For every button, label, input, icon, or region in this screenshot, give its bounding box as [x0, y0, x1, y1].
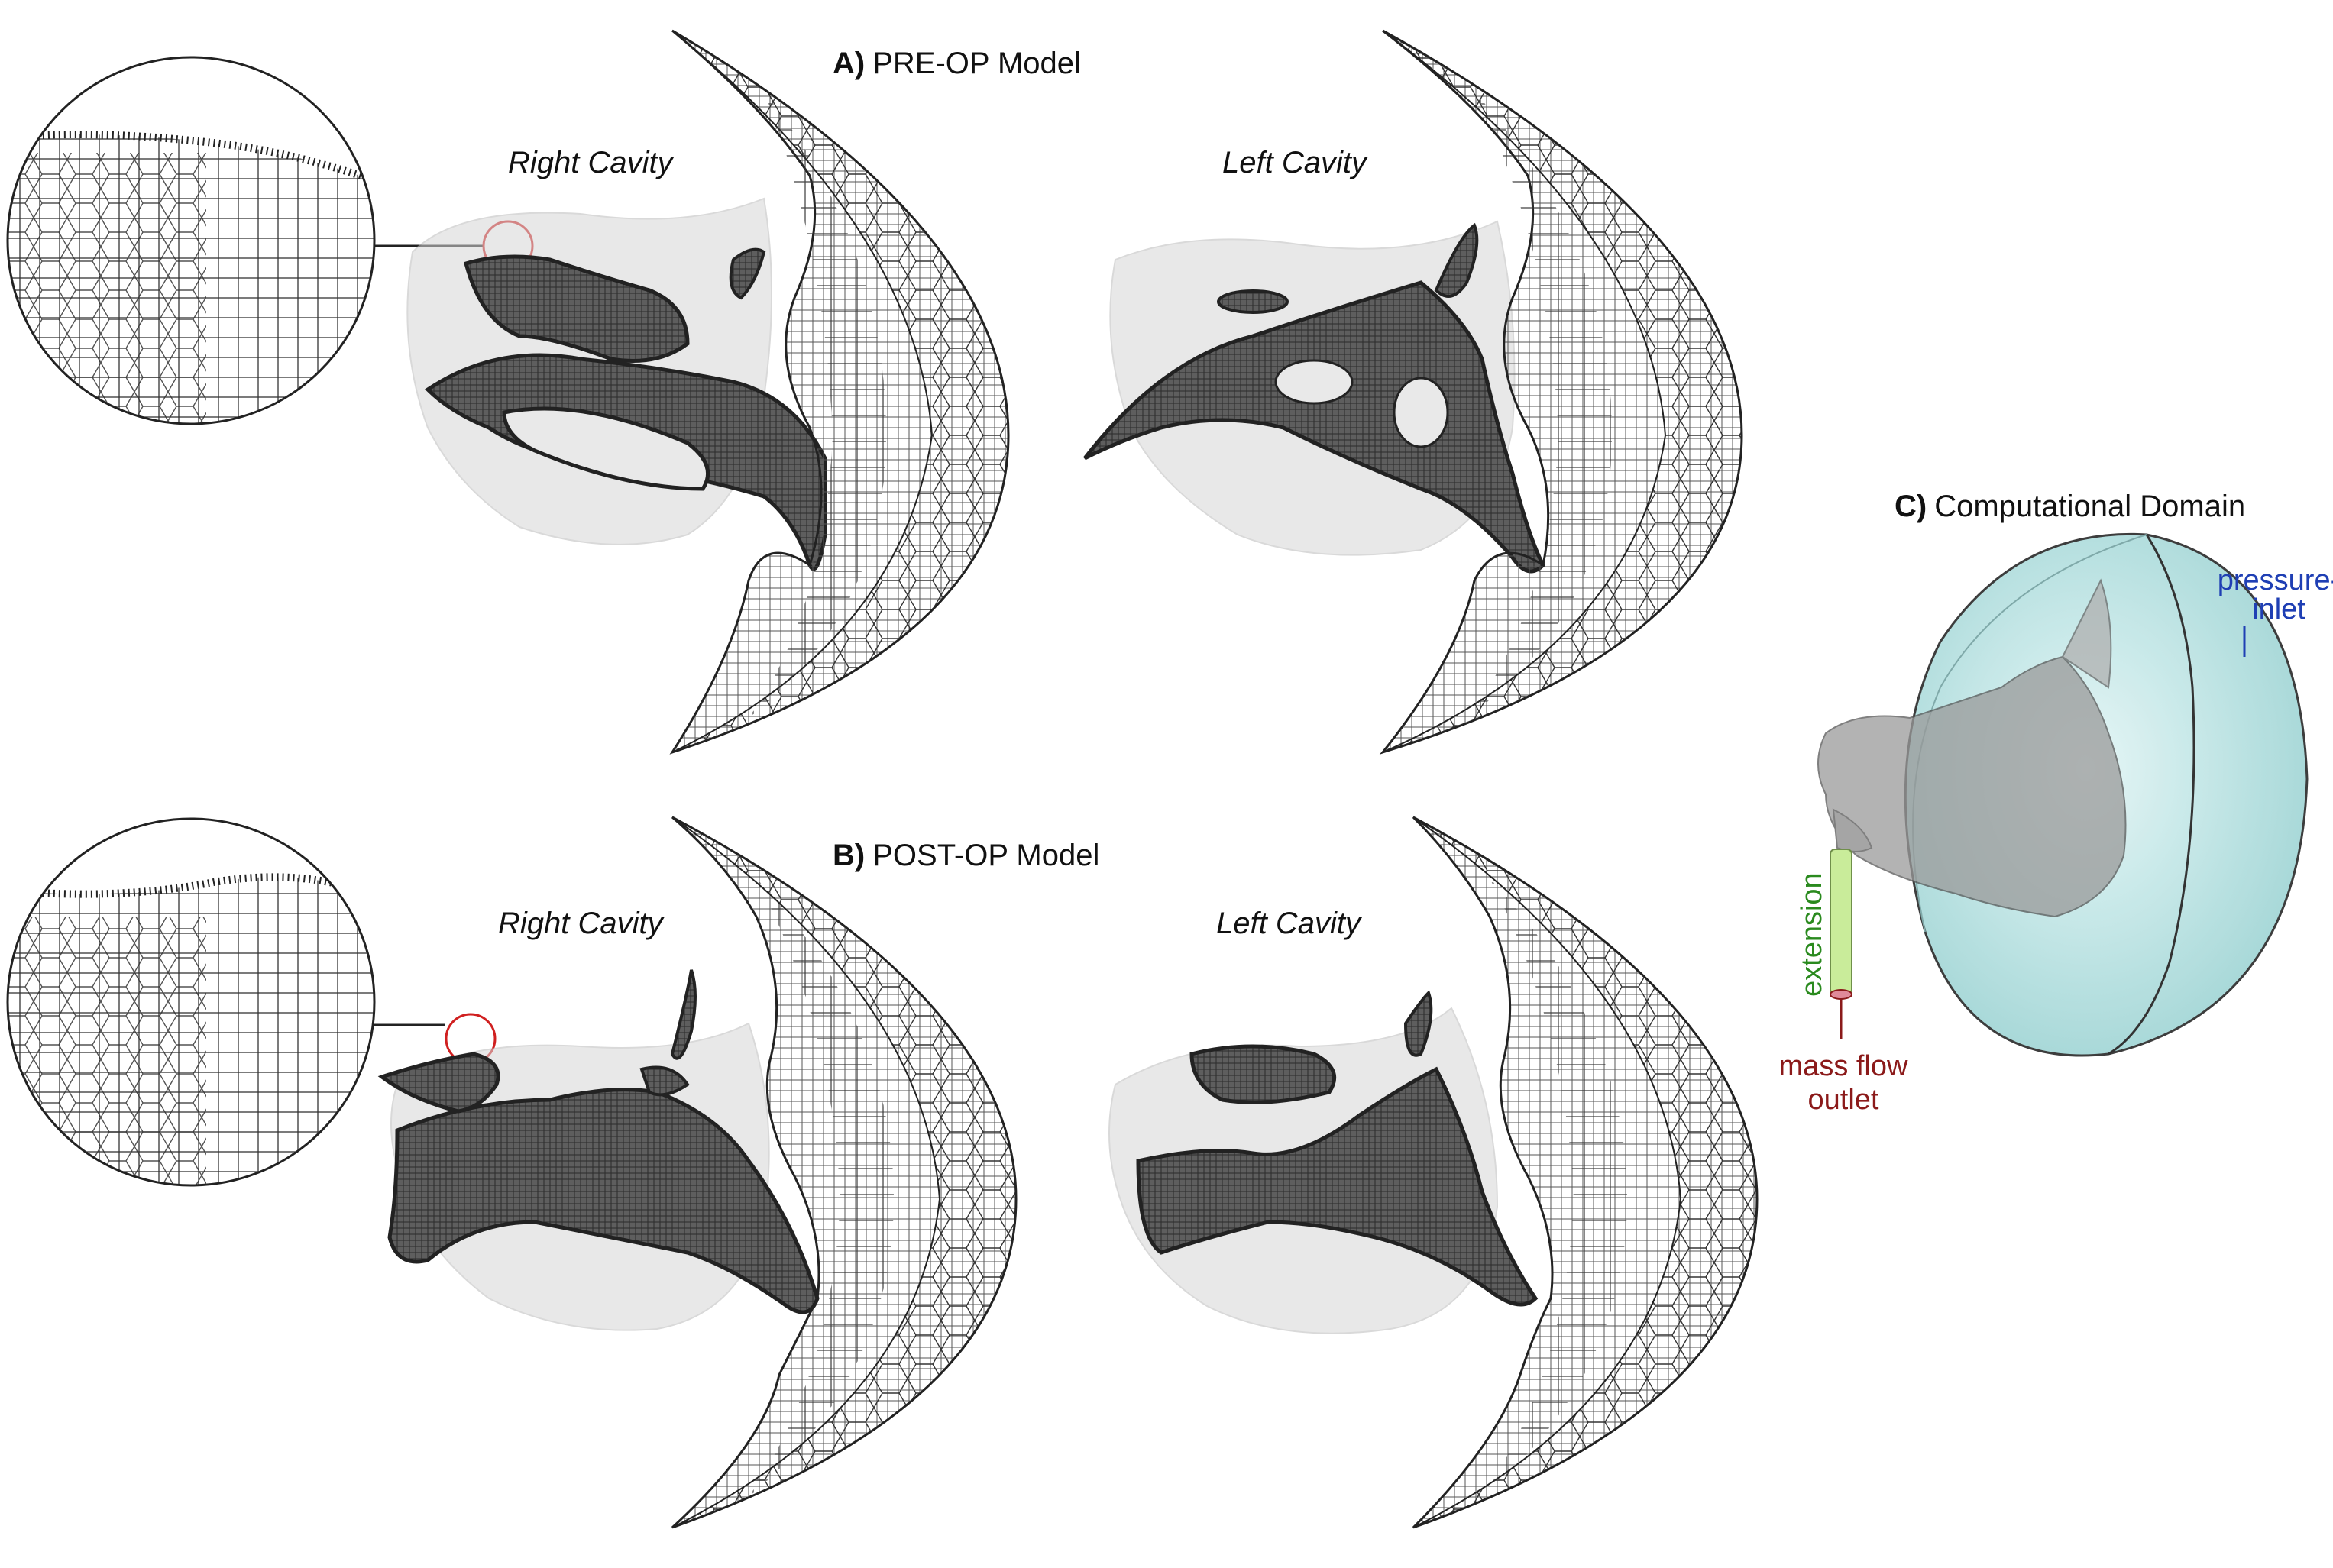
panel-b-right-domain-mesh — [671, 816, 1018, 1529]
pressure-inlet-label-line1: pressure- — [2218, 564, 2333, 596]
mass-flow-outlet-label-line1: mass flow — [1779, 1050, 1908, 1082]
panel-c-title: C)Computational Domain — [1895, 490, 2245, 523]
panel-b-left-cavity-geometry — [1108, 990, 1539, 1334]
panel-b-left-cavity-label: Left Cavity — [1216, 907, 1363, 940]
panel-c-extension-pipe — [1830, 626, 2246, 1039]
panel-b-title: B)POST-OP Model — [833, 839, 1099, 872]
panel-c-nasal-geometry — [1817, 578, 2127, 918]
panel-b-right-cavity-label: Right Cavity — [498, 907, 665, 940]
panel-a: A)PRE-OP Model Right Cavity Left Cavity — [6, 29, 1743, 755]
panel-a-title: A)PRE-OP Model — [833, 47, 1081, 80]
panel-b-zoom-inset — [6, 817, 497, 1187]
panel-a-right-cavity-label: Right Cavity — [508, 146, 675, 179]
panel-b-left-domain-mesh — [1412, 816, 1759, 1529]
panel-a-right-cavity-geometry — [406, 197, 827, 571]
panel-b-right-cavity-geometry — [377, 969, 820, 1331]
pressure-inlet-label-line2: inlet — [2252, 593, 2305, 626]
panel-a-left-domain-mesh — [1379, 29, 1743, 755]
extension-label: extension — [1796, 872, 1828, 997]
panel-a-right-domain-mesh — [669, 29, 1010, 755]
panel-c: C)Computational Domain pressure- inlet e… — [1779, 490, 2333, 1116]
panel-a-left-cavity-geometry — [1083, 220, 1546, 574]
panel-b: B)POST-OP Model Right Cavity Left Cavity — [6, 816, 1759, 1529]
panel-a-left-cavity-label: Left Cavity — [1222, 146, 1369, 179]
mass-flow-outlet-label-line2: outlet — [1808, 1084, 1879, 1116]
